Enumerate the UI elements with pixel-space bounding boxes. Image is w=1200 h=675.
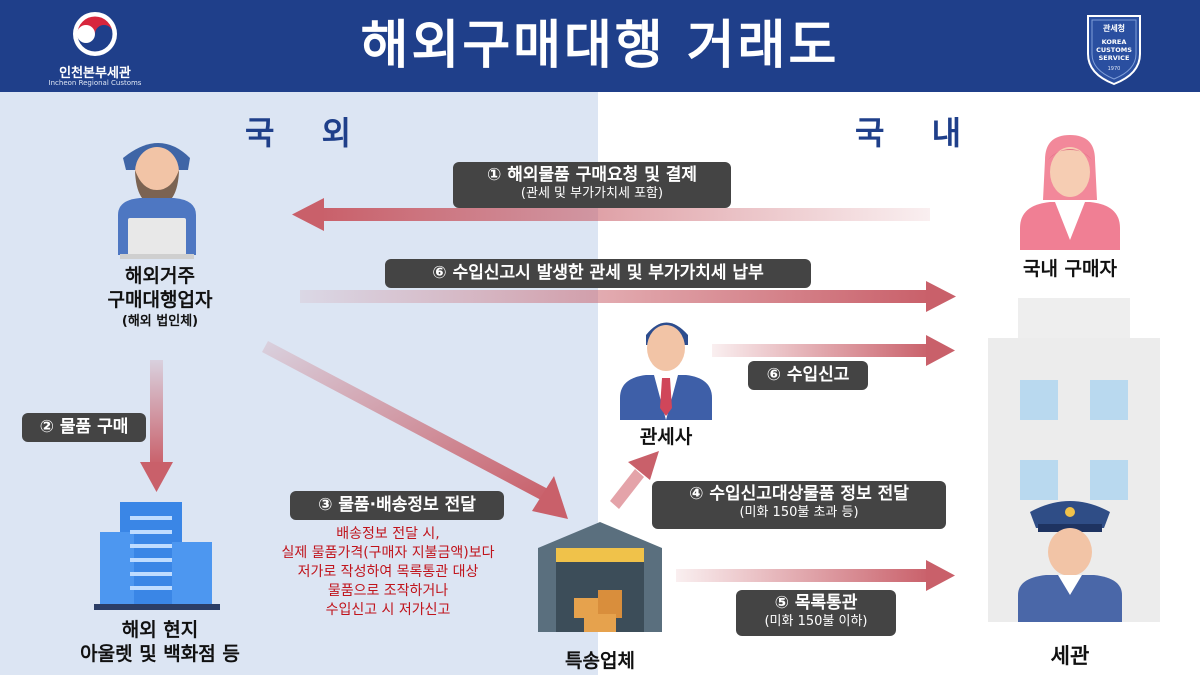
buyer-label: 국내 구매자 (1022, 258, 1117, 280)
step4-sub: (미화 150불 초과 등) (739, 505, 859, 520)
warning-note: 배송정보 전달 시, 실제 물품가격(구매자 지불금액)보다 저가로 작성하여 … (238, 525, 538, 620)
org-logo: 인천본부세관 Incheon Regional Customs (40, 6, 150, 90)
office-building-icon (94, 502, 220, 610)
warning-line-1: 배송정보 전달 시, (336, 526, 440, 542)
step1-sub: (관세 및 부가가치세 포함) (520, 186, 664, 201)
woman-icon (1020, 135, 1120, 250)
man-in-suit-icon (620, 322, 712, 420)
warning-line-2: 실제 물품가격(구매자 지불금액)보다 (281, 545, 495, 561)
outlet-label-line1: 해외 현지 (121, 619, 199, 641)
page-title: 해외구매대행 거래도 (360, 16, 840, 76)
step4-main: ④ 수입신고대상물품 정보 전달 (689, 484, 909, 504)
step1-main: ① 해외물품 구매요청 및 결제 (486, 165, 698, 185)
arrow-step6a (300, 281, 956, 312)
kcs-logo-title: 관세청 (1103, 23, 1125, 33)
arrow-step6b (712, 335, 955, 366)
step3-label: ③ 물품·배송정보 전달 (290, 491, 504, 520)
arrow-step2 (140, 360, 173, 492)
step1-label: ① 해외물품 구매요청 및 결제 (관세 및 부가가치세 포함) (453, 162, 731, 208)
warning-line-3: 저가로 작성하여 목록통관 대상 (297, 564, 479, 580)
header-bar: 인천본부세관 Incheon Regional Customs 해외구매대행 거… (0, 0, 1200, 92)
step5-label: ⑤ 목록통관 (미화 150불 이하) (736, 590, 896, 636)
domestic-building-icon (988, 298, 1160, 622)
broker-label: 관세사 (639, 426, 693, 448)
kcs-logo-line-2: CUSTOMS (1096, 46, 1132, 54)
step5-main: ⑤ 목록통관 (774, 593, 858, 613)
agent-label-note: (해외 법인체) (121, 314, 199, 329)
kcs-logo-line-1: KOREA (1102, 38, 1127, 46)
step6b-main: ⑥ 수입신고 (766, 365, 850, 385)
arrow-step5 (676, 560, 955, 591)
warning-line-4: 물품으로 조작하거나 (327, 583, 449, 599)
man-with-laptop-icon (118, 143, 196, 259)
region-title-domestic: 국 내 (855, 114, 980, 152)
agent-label-line2: 구매대행업자 (107, 289, 213, 311)
taegeuk-emblem-icon (73, 12, 117, 56)
step6a-label: ⑥ 수입신고시 발생한 관세 및 부가가치세 납부 (385, 259, 811, 288)
step2-label: ② 물품 구매 (22, 413, 146, 442)
org-name-korean: 인천본부세관 (59, 66, 131, 81)
customs-label: 세관 (1050, 644, 1090, 668)
outlet-label: 해외 현지 아울렛 및 백화점 등 (40, 618, 280, 666)
agent-label-line1: 해외거주 (125, 265, 195, 287)
arrow-step1 (292, 198, 930, 231)
step2-main: ② 물품 구매 (39, 417, 129, 437)
warehouse-icon (538, 522, 662, 632)
kcs-logo-year: 1970 (1108, 66, 1121, 72)
courier-label: 특송업체 (565, 650, 635, 672)
customs-officer-icon (1018, 501, 1122, 622)
arrow-step4 (610, 451, 659, 509)
warning-line-5: 수입신고 시 저가신고 (325, 602, 451, 618)
step6a-main: ⑥ 수입신고시 발생한 관세 및 부가가치세 납부 (432, 263, 764, 283)
arrow-step3 (262, 341, 568, 519)
org-name-english: Incheon Regional Customs (48, 79, 142, 87)
step4-label: ④ 수입신고대상물품 정보 전달 (미화 150불 초과 등) (652, 481, 946, 529)
region-title-abroad: 국 외 (245, 114, 370, 152)
shield-emblem-icon: 관세청 KOREA CUSTOMS SERVICE 1970 (1087, 15, 1141, 86)
agent-label: 해외거주 구매대행업자 (해외 법인체) (80, 264, 240, 332)
outlet-label-line2: 아울렛 및 백화점 등 (80, 643, 240, 665)
kcs-logo-line-3: SERVICE (1099, 54, 1130, 62)
step3-main: ③ 물품·배송정보 전달 (318, 495, 476, 515)
step6b-label: ⑥ 수입신고 (748, 361, 868, 390)
step5-sub: (미화 150불 이하) (764, 614, 868, 629)
